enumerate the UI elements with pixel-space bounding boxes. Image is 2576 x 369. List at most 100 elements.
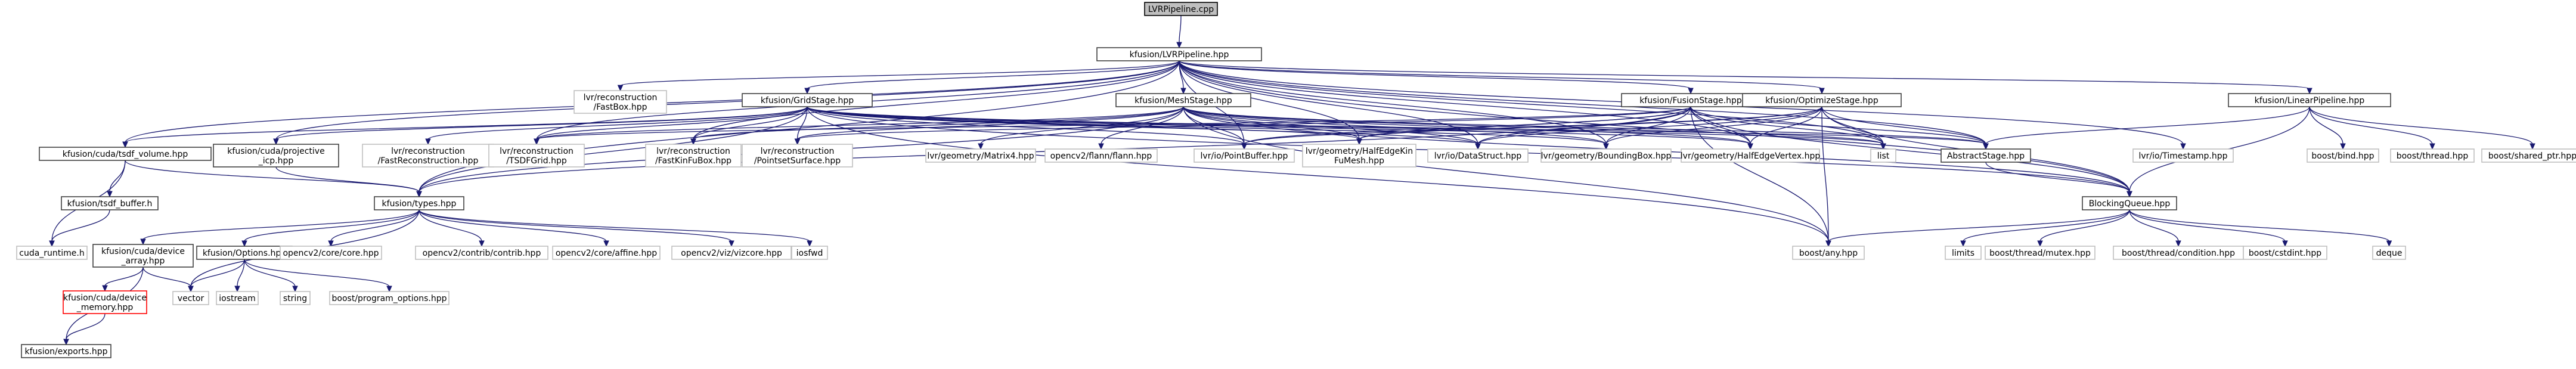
graph-node-abstract[interactable]: AbstractStage.hpp: [1940, 148, 2031, 163]
node-box[interactable]: [1742, 93, 1902, 107]
graph-node-pointbuf[interactable]: lvr/io/PointBuffer.hpp: [1194, 148, 1295, 163]
node-box[interactable]: [2228, 93, 2391, 107]
node-box[interactable]: [671, 246, 792, 260]
graph-node-deque[interactable]: deque: [2372, 246, 2406, 260]
graph-node-grid[interactable]: kfusion/GridStage.hpp: [742, 93, 873, 107]
node-box[interactable]: [280, 246, 382, 260]
graph-node-pointset[interactable]: lvr/reconstruction/PointsetSurface.hpp: [742, 144, 853, 168]
node-box[interactable]: [92, 244, 194, 268]
node-box[interactable]: [574, 90, 667, 114]
node-box[interactable]: [39, 147, 212, 161]
graph-node-optimize[interactable]: kfusion/OptimizeStage.hpp: [1742, 93, 1902, 107]
graph-node-matrix4[interactable]: lvr/geometry/Matrix4.hpp: [925, 148, 1036, 163]
node-box[interactable]: [374, 196, 464, 210]
graph-node-fastbox[interactable]: lvr/reconstruction/FastBox.hpp: [574, 90, 667, 114]
graph-node-devmemory[interactable]: kfusion/cuda/device_memory.hpp: [63, 290, 147, 314]
node-box[interactable]: [280, 291, 311, 305]
node-box[interactable]: [2243, 246, 2327, 260]
graph-node-bshared[interactable]: boost/shared_ptr.hpp: [2481, 148, 2576, 163]
graph-node-datastruct[interactable]: lvr/io/DataStruct.hpp: [1427, 148, 1529, 163]
node-box[interactable]: [216, 291, 259, 305]
node-label: /FastReconstruction.hpp: [378, 156, 479, 166]
graph-node-bqueue[interactable]: BlockingQueue.hpp: [2082, 196, 2177, 210]
node-box[interactable]: [415, 246, 548, 260]
graph-node-tsdfgrid[interactable]: lvr/reconstruction/TSDFGrid.hpp: [488, 144, 585, 168]
node-box[interactable]: [1115, 93, 1251, 107]
node-box[interactable]: [61, 196, 159, 210]
node-box[interactable]: [1940, 148, 2031, 163]
node-box[interactable]: [742, 144, 853, 168]
graph-node-bbind[interactable]: boost/bind.hpp: [2307, 148, 2379, 163]
graph-node-bany[interactable]: boost/any.hpp: [1792, 246, 1865, 260]
graph-node-options[interactable]: kfusion/Options.hpp: [196, 246, 293, 260]
node-box[interactable]: [791, 246, 828, 260]
node-box[interactable]: [742, 93, 873, 107]
node-box[interactable]: [1144, 2, 1218, 16]
graph-node-list[interactable]: list: [1870, 148, 1896, 163]
graph-node-bprogopt[interactable]: boost/program_options.hpp: [329, 291, 450, 305]
graph-node-fastkin[interactable]: lvr/reconstruction/FastKinFuBox.hpp: [645, 144, 742, 168]
graph-node-timestamp[interactable]: lvr/io/Timestamp.hpp: [2132, 148, 2234, 163]
graph-node-bbox[interactable]: lvr/geometry/BoundingBox.hpp: [1540, 148, 1672, 163]
node-box[interactable]: [329, 291, 450, 305]
node-box[interactable]: [2390, 148, 2475, 163]
node-box[interactable]: [1681, 148, 1820, 163]
node-box[interactable]: [488, 144, 585, 168]
graph-node-cvviz[interactable]: opencv2/viz/vizcore.hpp: [671, 246, 792, 260]
node-box[interactable]: [2132, 148, 2234, 163]
node-box[interactable]: [645, 144, 742, 168]
node-box[interactable]: [16, 246, 88, 260]
graph-node-types[interactable]: kfusion/types.hpp: [374, 196, 464, 210]
node-label: boost/thread.hpp: [2397, 151, 2469, 161]
graph-node-projicp[interactable]: kfusion/cuda/projective_icp.hpp: [213, 144, 339, 168]
node-box[interactable]: [1302, 144, 1416, 168]
node-box[interactable]: [1792, 246, 1865, 260]
node-box[interactable]: [1044, 148, 1158, 163]
graph-node-fusion[interactable]: kfusion/FusionStage.hpp: [1621, 93, 1760, 107]
graph-node-lvrp[interactable]: kfusion/LVRPipeline.hpp: [1096, 47, 1262, 61]
node-box[interactable]: [1870, 148, 1896, 163]
node-box[interactable]: [213, 144, 339, 168]
node-box[interactable]: [1985, 246, 2095, 260]
graph-node-tsdfvol[interactable]: kfusion/cuda/tsdf_volume.hpp: [39, 147, 212, 161]
graph-node-tsdfbuf[interactable]: kfusion/tsdf_buffer.h: [61, 196, 159, 210]
graph-node-flann[interactable]: opencv2/flann/flann.hpp: [1044, 148, 1158, 163]
graph-node-vector[interactable]: vector: [172, 291, 209, 305]
graph-node-cvcontrib[interactable]: opencv2/contrib/contrib.hpp: [415, 246, 548, 260]
node-label: iostream: [219, 294, 256, 303]
graph-node-linear[interactable]: kfusion/LinearPipeline.hpp: [2228, 93, 2391, 107]
edge-arrowhead: [807, 240, 813, 247]
node-box[interactable]: [63, 290, 147, 314]
graph-node-cudaruntime[interactable]: cuda_runtime.h: [16, 246, 88, 260]
graph-node-limits[interactable]: limits: [1945, 246, 1982, 260]
graph-node-root[interactable]: LVRPipeline.cpp: [1144, 2, 1218, 16]
node-box[interactable]: [21, 344, 111, 358]
graph-node-hevertex[interactable]: lvr/geometry/HalfEdgeVertex.hpp: [1681, 148, 1821, 163]
node-box[interactable]: [1194, 148, 1295, 163]
node-box[interactable]: [172, 291, 209, 305]
graph-node-string[interactable]: string: [280, 291, 311, 305]
node-box[interactable]: [1427, 148, 1529, 163]
node-box[interactable]: [1096, 47, 1262, 61]
node-box[interactable]: [1945, 246, 1982, 260]
graph-node-cvaffine[interactable]: opencv2/core/affine.hpp: [552, 246, 661, 260]
graph-node-iostream[interactable]: iostream: [216, 291, 259, 305]
graph-node-bcstdint[interactable]: boost/cstdint.hpp: [2243, 246, 2327, 260]
node-box[interactable]: [2481, 148, 2576, 163]
node-box[interactable]: [552, 246, 661, 260]
graph-node-bmutex[interactable]: boost/thread/mutex.hpp: [1985, 246, 2095, 260]
node-box[interactable]: [1540, 148, 1672, 163]
node-box[interactable]: [925, 148, 1036, 163]
graph-node-fastrec[interactable]: lvr/reconstruction/FastReconstruction.hp…: [362, 144, 494, 168]
graph-node-iosfwd[interactable]: iosfwd: [791, 246, 828, 260]
graph-node-devarray[interactable]: kfusion/cuda/device_array.hpp: [92, 244, 194, 268]
graph-node-mesh[interactable]: kfusion/MeshStage.hpp: [1115, 93, 1251, 107]
node-box[interactable]: [2082, 196, 2177, 210]
graph-node-bcond[interactable]: boost/thread/condition.hpp: [2113, 246, 2244, 260]
graph-node-bthread[interactable]: boost/thread.hpp: [2390, 148, 2475, 163]
node-box[interactable]: [2307, 148, 2379, 163]
graph-node-exports[interactable]: kfusion/exports.hpp: [21, 344, 111, 358]
node-box[interactable]: [2372, 246, 2406, 260]
graph-node-cvcore[interactable]: opencv2/core/core.hpp: [280, 246, 382, 260]
